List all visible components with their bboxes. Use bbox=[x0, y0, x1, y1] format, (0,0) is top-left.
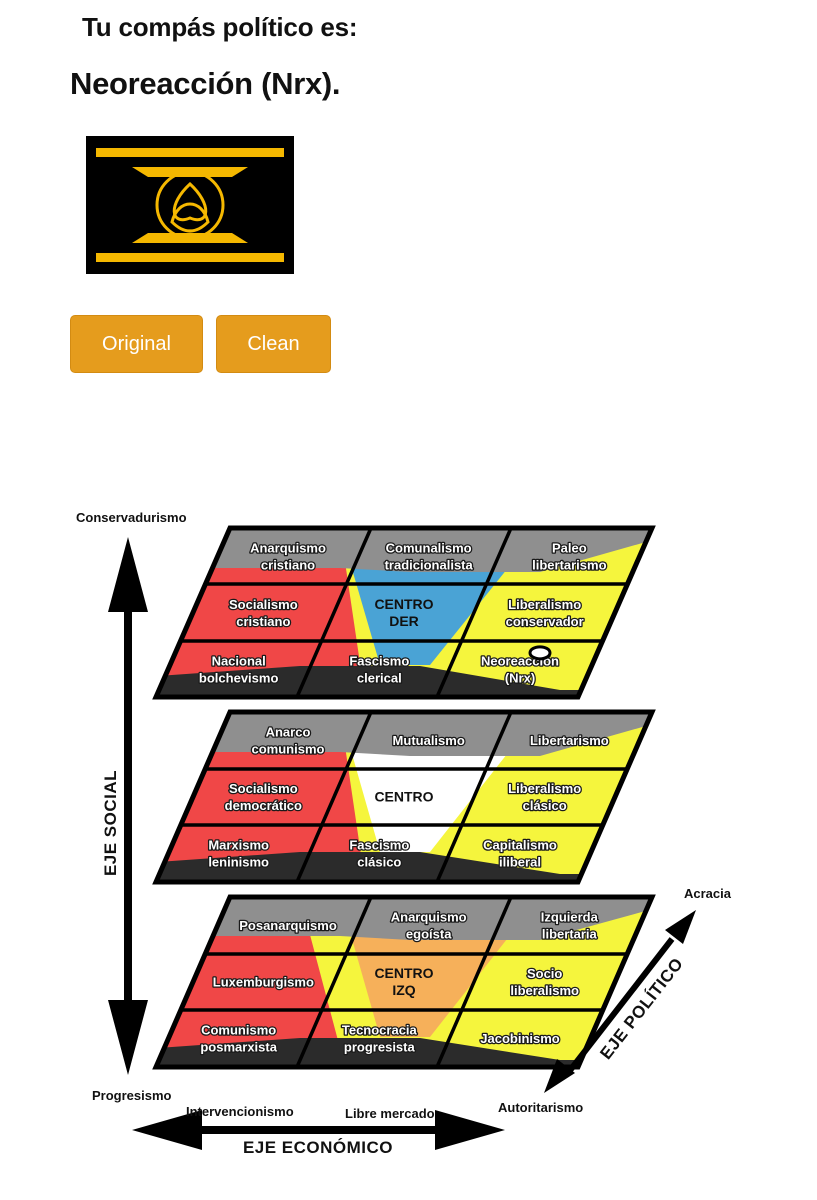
bottom-region bbox=[156, 852, 652, 882]
social-axis-arrow bbox=[108, 537, 148, 1075]
political-axis-arrow bbox=[544, 910, 696, 1093]
result-title: Neoreacción (Nrx). bbox=[70, 66, 341, 101]
axis-label-conservadurismo: Conservadurismo bbox=[76, 510, 187, 525]
cell-label: Luxemburgismo bbox=[213, 975, 314, 990]
cell-label: Jacobinismo bbox=[480, 1031, 560, 1046]
economic-axis-arrow bbox=[132, 1110, 505, 1150]
cell-label: Mutualismo bbox=[393, 733, 465, 748]
result-subtitle: Tu compás político es: bbox=[82, 12, 358, 42]
top-region bbox=[156, 528, 652, 572]
axis-title-economic: EJE ECONÓMICO bbox=[243, 1138, 393, 1157]
axis-label-autoritarismo: Autoritarismo bbox=[498, 1100, 583, 1115]
bottom-region bbox=[156, 1038, 652, 1067]
axis-label-progresismo: Progresismo bbox=[92, 1088, 172, 1103]
clean-button[interactable]: Clean bbox=[216, 315, 331, 373]
cell-label: Posanarquismo bbox=[239, 918, 337, 933]
cell-label: Neoreacción(Nrx) bbox=[481, 653, 559, 685]
center-cell-label: CENTRO bbox=[374, 789, 433, 805]
layer-progressive bbox=[152, 894, 656, 1070]
bottom-region bbox=[156, 666, 652, 697]
cell-label: Libertarismo bbox=[530, 733, 609, 748]
axis-label-acracia: Acracia bbox=[684, 886, 732, 901]
axis-label-intervencionismo: Intervencionismo bbox=[186, 1104, 294, 1119]
original-button[interactable]: Original bbox=[70, 315, 203, 373]
triquetra-flag-icon bbox=[86, 136, 294, 274]
result-marker bbox=[528, 645, 552, 661]
axis-label-libre-mercado: Libre mercado bbox=[345, 1106, 435, 1121]
axis-title-social: EJE SOCIAL bbox=[101, 770, 120, 876]
top-region bbox=[156, 897, 652, 940]
top-region bbox=[156, 712, 652, 756]
